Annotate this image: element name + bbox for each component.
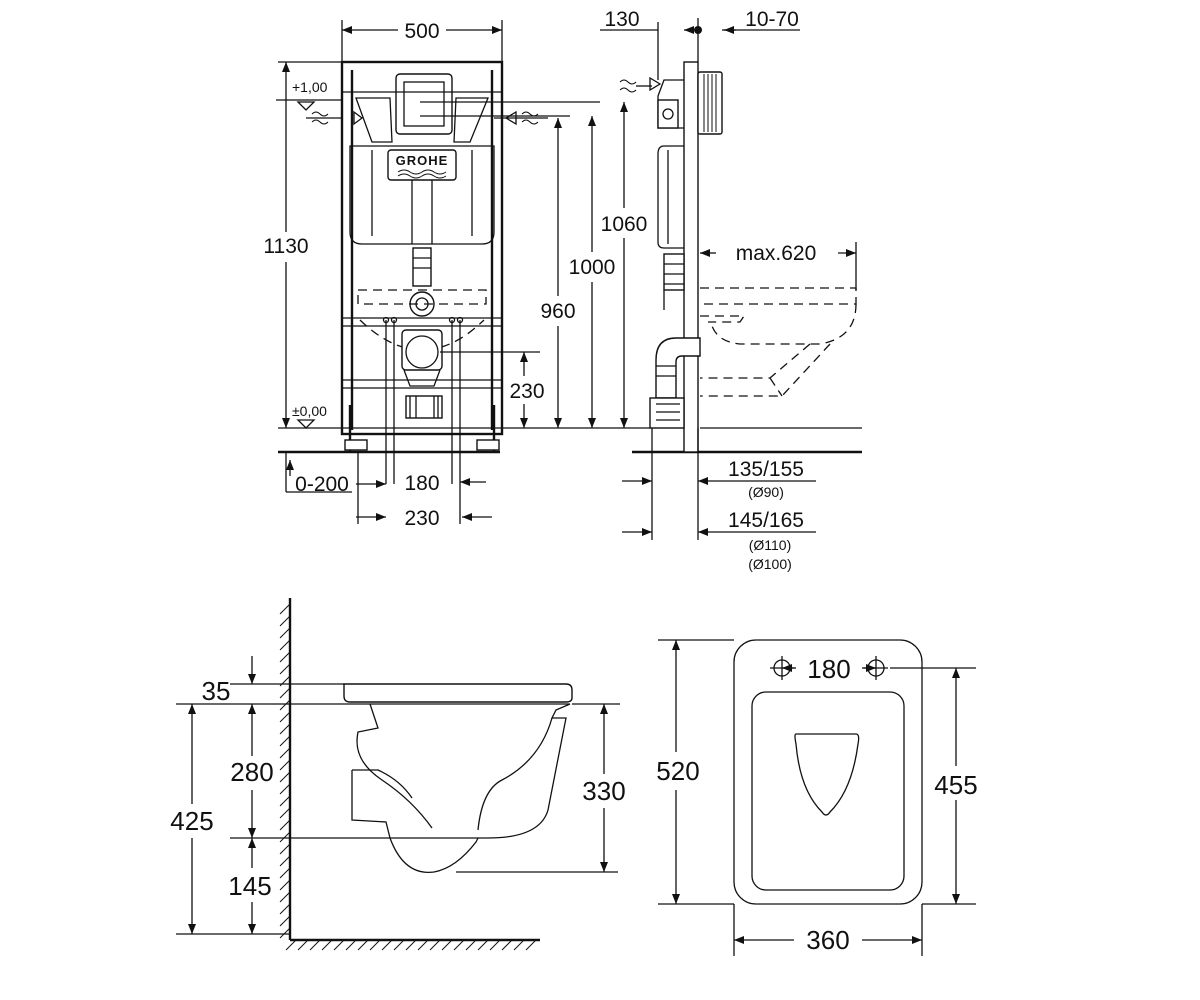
brand-label: GROHE xyxy=(396,153,449,168)
hatch-line xyxy=(279,759,291,771)
hatch-line xyxy=(393,939,405,951)
dim-145: 145 xyxy=(228,871,271,901)
hatch-line xyxy=(279,771,291,783)
dim-230-horizontal: 230 xyxy=(404,507,439,530)
hatch-line xyxy=(279,783,291,795)
hatch-line xyxy=(279,879,291,891)
dim-1060: 1060 xyxy=(601,213,648,236)
dim-10-70: 10-70 xyxy=(745,8,799,31)
side-view: 130 10-70 max.620 135/155 (Ø90) 145/165 … xyxy=(600,8,862,572)
dim-500: 500 xyxy=(404,20,439,43)
dim-1000: 1000 xyxy=(569,256,616,279)
hatch-line xyxy=(279,927,291,939)
hatch-line xyxy=(279,735,291,747)
dim-180-front: 180 xyxy=(404,472,439,495)
hatch-line xyxy=(279,843,291,855)
hatch-line xyxy=(279,687,291,699)
hatch-line xyxy=(279,855,291,867)
hatch-line xyxy=(279,663,291,675)
dim-0-200: 0-200 xyxy=(295,473,349,496)
dim-360: 360 xyxy=(806,925,849,955)
hatch-line xyxy=(429,939,441,951)
dim-960: 960 xyxy=(540,300,575,323)
hatch-line xyxy=(405,939,417,951)
dim-d90: (Ø90) xyxy=(748,484,784,500)
hatch-line xyxy=(279,699,291,711)
cistern xyxy=(349,145,495,245)
level-top-label: +1,00 xyxy=(292,79,328,95)
dim-230-vertical: 230 xyxy=(509,380,544,403)
hatch-line xyxy=(279,603,291,615)
bowl-top-view: 180 520 455 360 xyxy=(656,639,978,956)
dim-35: 35 xyxy=(202,676,231,706)
hatch-line xyxy=(279,807,291,819)
hatch-line xyxy=(279,891,291,903)
dim-330: 330 xyxy=(582,776,625,806)
level-floor-label: ±0,00 xyxy=(292,403,327,419)
hatch-line xyxy=(357,939,369,951)
hatch-line xyxy=(321,939,333,951)
hatch-line xyxy=(489,939,501,951)
dim-180-top: 180 xyxy=(807,654,850,684)
hatch-line xyxy=(381,939,393,951)
hatch-line xyxy=(465,939,477,951)
bowl-side-view: 35 280 145 425 330 xyxy=(170,598,626,951)
hatch-line xyxy=(279,867,291,879)
hatch-line xyxy=(279,903,291,915)
hatch-line xyxy=(297,939,309,951)
dim-425: 425 xyxy=(170,806,213,836)
brand-badge xyxy=(387,149,457,181)
frame-outline xyxy=(340,60,504,436)
hatch-line xyxy=(279,627,291,639)
flush-plate xyxy=(395,73,453,135)
flush-pipe xyxy=(412,247,432,287)
hatch-line xyxy=(333,939,345,951)
dim-145-165: 145/165 xyxy=(728,509,804,532)
hatch-line xyxy=(279,915,291,927)
bowl-rim-top xyxy=(751,691,905,891)
hatch-line xyxy=(279,819,291,831)
hatch-line xyxy=(279,747,291,759)
dim-130: 130 xyxy=(604,8,639,31)
hatch-line xyxy=(309,939,321,951)
hatch-line xyxy=(441,939,453,951)
front-view: GROHE xyxy=(263,20,650,530)
drain-pipe xyxy=(405,395,443,419)
wall-hatch xyxy=(279,603,537,951)
hatch-line xyxy=(417,939,429,951)
dim-135-155: 135/155 xyxy=(728,458,804,481)
toilet-seat xyxy=(343,683,573,703)
bowl-body xyxy=(290,703,571,839)
hatch-line xyxy=(453,939,465,951)
hatch-line xyxy=(513,939,525,951)
bowl-outline-top xyxy=(733,639,923,905)
hatch-line xyxy=(279,615,291,627)
dim-1130: 1130 xyxy=(263,235,308,258)
hatch-line xyxy=(279,831,291,843)
hatch-line xyxy=(279,651,291,663)
hatch-line xyxy=(279,723,291,735)
hatch-line xyxy=(345,939,357,951)
hatch-line xyxy=(279,639,291,651)
dim-520: 520 xyxy=(656,756,699,786)
hatch-line xyxy=(285,939,297,951)
hatch-line xyxy=(279,711,291,723)
dim-455: 455 xyxy=(934,770,977,800)
dim-max-620: max.620 xyxy=(736,242,817,265)
hatch-line xyxy=(477,939,489,951)
hatch-line xyxy=(369,939,381,951)
dim-280: 280 xyxy=(230,757,273,787)
hatch-line xyxy=(525,939,537,951)
bowl-opening xyxy=(794,733,860,816)
dim-d100: (Ø100) xyxy=(748,556,792,572)
hatch-line xyxy=(279,795,291,807)
dim-d110: (Ø110) xyxy=(749,537,792,553)
hatch-line xyxy=(501,939,513,951)
